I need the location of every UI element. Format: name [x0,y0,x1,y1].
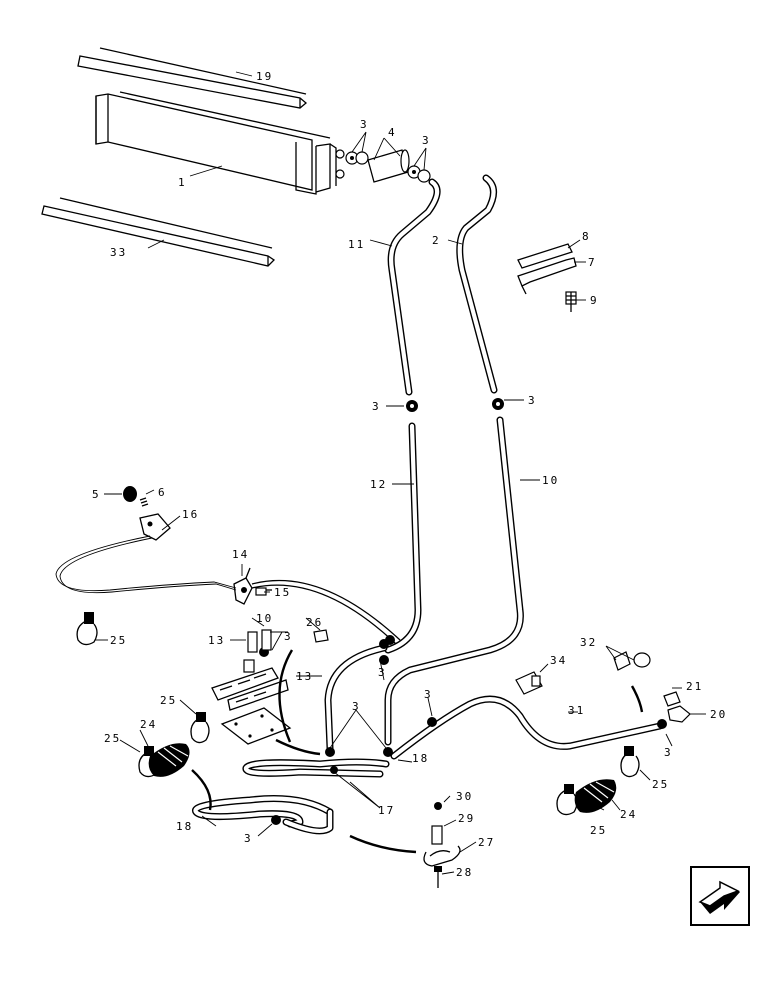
valve-plate [211,659,289,711]
hose-31 [390,695,664,760]
callout-17: 17 [378,804,395,817]
hose-11 [387,178,441,396]
callout-3: 3 [284,630,293,643]
callout-26: 26 [306,616,323,629]
hose-12 [384,422,422,654]
part-7-bracket [517,257,577,295]
callout-10: 10 [256,612,273,625]
part-21-nut [663,691,681,707]
callout-21: 21 [686,680,703,693]
callout-3: 3 [664,746,673,759]
callout-3: 3 [372,400,381,413]
callout-30: 30 [456,790,473,803]
hose-13 [324,644,388,752]
callout-16: 16 [182,508,199,521]
part-14-valve [233,567,401,645]
callout-13: 13 [296,670,313,683]
part-25-clamp-right-low [556,784,578,816]
callout-8: 8 [582,230,591,243]
part-24-spring-right [574,779,617,813]
hose-2 [456,174,498,394]
hose-18-lower [191,795,334,828]
callout-3: 3 [422,134,431,147]
callout-29: 29 [458,812,475,825]
part-27-clamp [423,845,461,867]
part-5-knob [123,486,137,502]
part-25-clamp-left-top [76,612,98,646]
callout-3: 3 [378,666,387,679]
hose-18-upper [242,758,390,778]
callout-3: 3 [244,832,253,845]
part-32-fittings [613,651,651,671]
fitting-13-10 [247,629,272,653]
callout-2: 2 [432,234,441,247]
part-9-screw [565,291,577,312]
callout-15: 15 [274,586,291,599]
part-26-cap [313,629,329,643]
gasket-plate [220,707,292,745]
part-16-cable [55,513,237,594]
callout-3: 3 [424,688,433,701]
callout-4: 4 [388,126,397,139]
next-page-button[interactable] [690,866,750,926]
hose-clamps-3 [259,398,667,825]
callout-24: 24 [620,808,637,821]
part-1-cooler [95,91,345,195]
part-25-clamp-right-top [620,746,640,778]
part-29-spacer [431,825,443,845]
callout-3: 3 [352,700,361,713]
part-4-tube [345,149,431,183]
assembly-arrows [191,649,644,854]
part-20-tee [667,705,691,723]
callout-33: 33 [110,246,127,259]
hose-10 [384,416,524,746]
callout-3: 3 [360,118,369,131]
part-8-pad [517,243,573,269]
callout-34: 34 [550,654,567,667]
callout-9: 9 [590,294,599,307]
part-28-bolt [434,866,442,888]
next-page-arrow-icon [690,866,750,926]
callout-20: 20 [710,708,727,721]
leader-lines [95,71,706,875]
callout-12: 12 [370,478,387,491]
callout-19: 19 [256,70,273,83]
callout-28: 28 [456,866,473,879]
callout-25: 25 [652,778,669,791]
part-15-fitting [255,587,272,596]
part-34-fitting [515,671,543,695]
callout-7: 7 [588,256,597,269]
callout-31: 31 [568,704,585,717]
callout-11: 11 [348,238,365,251]
part-6-spring [139,497,149,507]
callout-3: 3 [528,394,537,407]
callout-24: 24 [140,718,157,731]
callout-6: 6 [158,486,167,499]
part-25-clamp-left-mid [190,712,210,744]
callout-5: 5 [92,488,101,501]
callout-25: 25 [110,634,127,647]
hose-extra [282,808,334,835]
callout-18: 18 [412,752,429,765]
part-19-rail [77,47,308,109]
callout-13: 13 [208,634,225,647]
callout-25: 25 [590,824,607,837]
callout-27: 27 [478,836,495,849]
callout-1: 1 [178,176,187,189]
part-24-spring-left [148,743,190,777]
callout-25: 25 [160,694,177,707]
part-33-rail [41,197,276,267]
callout-14: 14 [232,548,249,561]
callout-32: 32 [580,636,597,649]
callout-25: 25 [104,732,121,745]
callout-10: 10 [542,474,559,487]
part-30-nut [434,802,442,810]
callout-18: 18 [176,820,193,833]
callout-labels: 19 3 4 3 1 33 11 2 8 7 9 3 3 12 10 5 6 1… [92,70,727,879]
